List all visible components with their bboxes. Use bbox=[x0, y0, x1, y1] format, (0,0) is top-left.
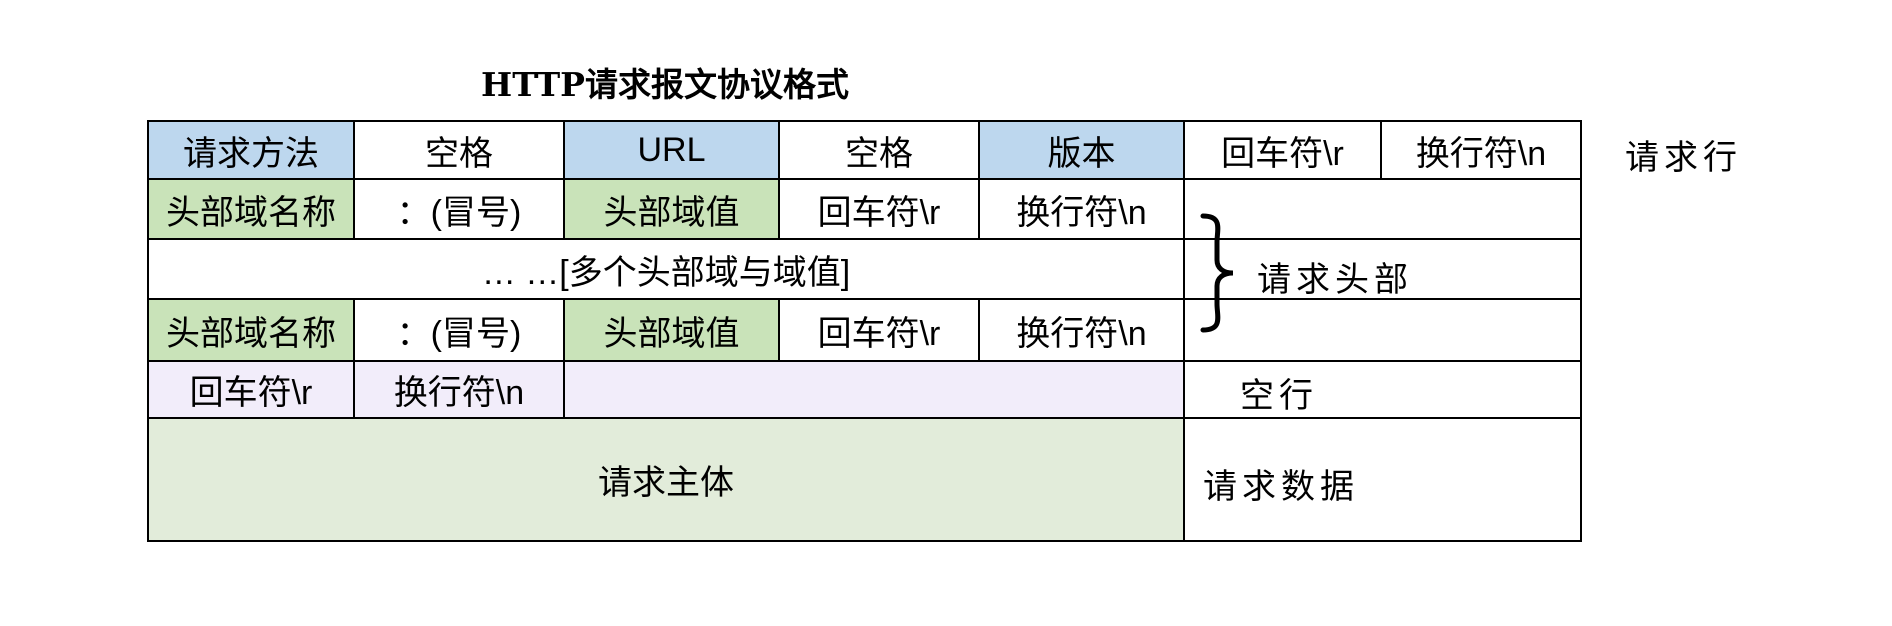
spacer bbox=[1183, 298, 1582, 362]
label-request-data: 请求数据 bbox=[1203, 467, 1359, 507]
cell-url: URL bbox=[563, 120, 780, 180]
row-request-line: 请求方法 空格 URL 空格 版本 回车符\r 换行符\n bbox=[147, 120, 1582, 180]
cell-request-body: 请求主体 bbox=[147, 417, 1185, 542]
row-empty-line: 回车符\r 换行符\n bbox=[147, 360, 1582, 419]
cell-header-name-2: 头部域名称 bbox=[147, 298, 355, 362]
row-request-body: 请求主体 bbox=[147, 417, 1582, 542]
label-request-headers: 请求头部 bbox=[1257, 260, 1413, 300]
cell-lf-4: 换行符\n bbox=[353, 360, 565, 419]
cell-header-name-1: 头部域名称 bbox=[147, 178, 355, 240]
diagram-title: HTTP请求报文协议格式 bbox=[481, 65, 849, 104]
cell-cr-2: 回车符\r bbox=[778, 178, 980, 240]
cell-request-method: 请求方法 bbox=[147, 120, 355, 180]
cell-empty bbox=[563, 360, 1185, 419]
spacer bbox=[1183, 238, 1582, 300]
curly-brace-icon bbox=[1200, 213, 1234, 333]
cell-lf-3: 换行符\n bbox=[978, 298, 1185, 362]
cell-cr-3: 回车符\r bbox=[778, 298, 980, 362]
label-request-line: 请求行 bbox=[1625, 138, 1742, 178]
cell-colon-1: ：(冒号) bbox=[353, 178, 565, 240]
spacer bbox=[1183, 360, 1582, 419]
spacer bbox=[1183, 178, 1582, 240]
row-more-headers: … …[多个头部域与域值] bbox=[147, 238, 1582, 300]
cell-more-headers: … …[多个头部域与域值] bbox=[147, 238, 1185, 300]
cell-header-value-2: 头部域值 bbox=[563, 298, 780, 362]
row-header-2: 头部域名称 ：(冒号) 头部域值 回车符\r 换行符\n bbox=[147, 298, 1582, 362]
cell-colon-2: ：(冒号) bbox=[353, 298, 565, 362]
cell-space-2: 空格 bbox=[778, 120, 980, 180]
cell-lf-1: 换行符\n bbox=[1380, 120, 1582, 180]
cell-cr-1: 回车符\r bbox=[1183, 120, 1382, 180]
cell-space-1: 空格 bbox=[353, 120, 565, 180]
protocol-table: 请求方法 空格 URL 空格 版本 回车符\r 换行符\n 头部域名称 ：(冒号… bbox=[147, 120, 1582, 542]
label-empty-line: 空行 bbox=[1240, 376, 1318, 416]
cell-cr-4: 回车符\r bbox=[147, 360, 355, 419]
cell-header-value-1: 头部域值 bbox=[563, 178, 780, 240]
cell-lf-2: 换行符\n bbox=[978, 178, 1185, 240]
cell-version: 版本 bbox=[978, 120, 1185, 180]
spacer bbox=[1183, 417, 1582, 542]
row-header-1: 头部域名称 ：(冒号) 头部域值 回车符\r 换行符\n bbox=[147, 178, 1582, 240]
